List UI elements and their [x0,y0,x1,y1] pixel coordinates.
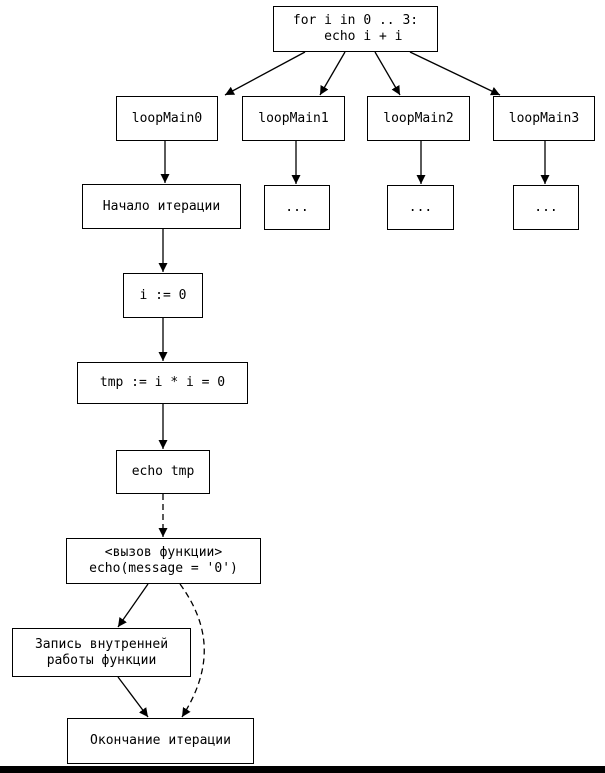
edge-root-loop3 [409,51,501,96]
loop-main-3-label: loopMain3 [508,110,580,126]
loop-main-2-label: loopMain2 [383,110,454,126]
loop-main-0-node: loopMain0 [116,96,218,141]
loop-main-2-node: loopMain2 [367,96,470,141]
root-loop-node: for i in 0 .. 3: echo i + i [273,6,438,52]
assign-tmp-label: tmp := i * i = 0 [99,375,226,390]
ellipsis-label-3: ... [534,199,558,215]
record-internal-work-line-1: Запись внутренней [34,636,169,652]
loop-main-3-node: loopMain3 [493,96,595,141]
ellipsis-node-2: ... [387,185,454,230]
ellipsis-label-1: ... [285,199,309,215]
function-call-line-2: echo(message = '0') [89,561,238,576]
function-call-node: <вызов функции> echo(message = '0') [66,538,261,584]
edge-root-loop1 [319,51,346,96]
edge-call-record [117,583,149,628]
record-internal-work-line-2: работы функции [46,652,157,668]
assign-i-node: i := 0 [123,273,203,318]
ellipsis-label-2: ... [408,199,433,215]
iteration-end-node: Окончание итерации [67,718,254,764]
edge-record-end [117,676,149,718]
iteration-end-label: Окончание итерации [90,733,231,748]
echo-tmp-label: echo tmp [131,464,195,479]
assign-i-label: i := 0 [139,287,187,303]
edge-root-loop0 [224,51,306,96]
edge-call-end-dashed [179,583,205,718]
assign-tmp-node: tmp := i * i = 0 [77,362,248,404]
loop-main-1-node: loopMain1 [242,96,345,141]
iteration-start-node: Начало итерации [82,184,241,229]
edge-root-loop2 [374,51,401,96]
loop-main-0-label: loopMain0 [131,110,203,126]
iteration-start-label: Начало итерации [102,198,221,214]
record-internal-work-node: Запись внутренней работы функции [12,628,191,677]
echo-tmp-node: echo tmp [116,450,210,494]
function-call-line-1: <вызов функции> [104,545,223,560]
root-loop-line-2: echo i + i [308,29,403,44]
loop-main-1-label: loopMain1 [258,110,329,126]
ellipsis-node-1: ... [264,185,330,230]
ellipsis-node-3: ... [513,185,579,230]
root-loop-line-1: for i in 0 .. 3: [292,13,419,28]
bottom-edge-bar [0,766,605,773]
